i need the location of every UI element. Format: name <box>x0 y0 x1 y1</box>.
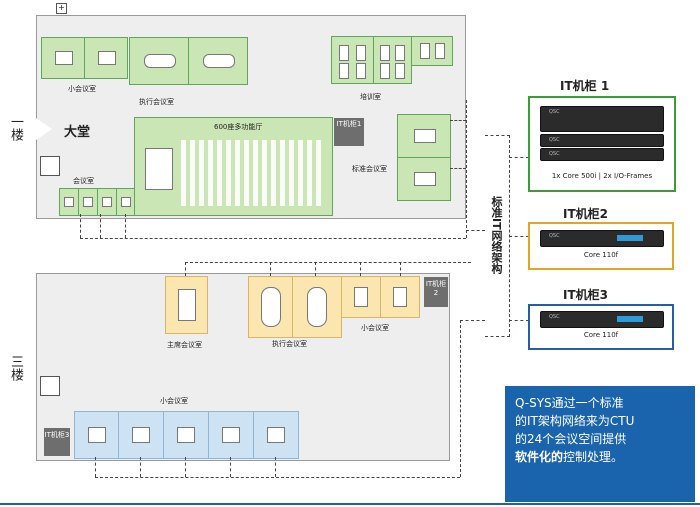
small-bottom-label: 小会议室 <box>160 397 188 405</box>
small-meeting-room-blue <box>208 411 254 459</box>
rack-1-box: QSC QSC QSC 1x Core 500i | 2x I/O-Frames <box>528 96 676 192</box>
standard-meeting-room <box>397 157 451 201</box>
small-meeting-room <box>84 37 128 79</box>
small-meeting-room-blue <box>253 411 299 459</box>
meeting-room <box>78 188 98 216</box>
meeting-label: 会议室 <box>73 177 94 185</box>
standard-meeting-room <box>397 114 451 158</box>
small-meeting-room-3f <box>341 276 381 318</box>
training-room <box>411 36 453 66</box>
rack-2-title: IT机柜2 <box>563 207 609 221</box>
small-meeting-room <box>41 37 85 79</box>
it-cabinet-3-marker: IT机柜3 <box>44 428 70 456</box>
small-meeting-room-blue <box>163 411 209 459</box>
expand-icon[interactable]: + <box>56 3 67 14</box>
it-cabinet-1-marker: IT机柜1 <box>334 118 364 146</box>
elevator-box-3f <box>40 376 60 396</box>
floor1-label: 一楼 <box>8 115 23 141</box>
meeting-room <box>116 188 135 216</box>
executive-room <box>129 37 189 85</box>
io-frame-device: QSC <box>540 134 664 147</box>
rack-3-title: IT机柜3 <box>563 288 609 302</box>
core-110f-device: QSC <box>540 311 664 328</box>
training-room <box>331 36 374 84</box>
rack-3-box: QSC Core 110f <box>528 304 674 350</box>
rack-3-caption: Core 110f <box>583 331 619 339</box>
rack-1-caption: 1x Core 500i | 2x I/O-Frames <box>551 172 653 180</box>
small-meeting-room-3f <box>380 276 420 318</box>
info-line-1: Q-SYS通过一个标准 <box>515 396 624 410</box>
core-500i-device: QSC <box>540 106 664 132</box>
rack-2-caption: Core 110f <box>583 251 619 259</box>
small-meeting-room-blue <box>74 411 119 459</box>
standard-label: 标准会议室 <box>352 165 387 173</box>
hall-seating <box>181 140 321 206</box>
executive-room-3f <box>248 276 293 338</box>
executive-label-3f: 执行会议室 <box>272 340 307 348</box>
floor3-label: 三楼 <box>8 355 23 381</box>
rack-2-box: QSC Core 110f <box>528 222 674 270</box>
executive-room-3f <box>292 276 342 338</box>
io-frame-device: QSC <box>540 148 664 161</box>
small-meeting-label: 小会议室 <box>68 85 96 93</box>
lobby-entrance <box>36 118 52 140</box>
elevator-box <box>40 156 60 176</box>
rack-1-title: IT机柜 1 <box>560 79 610 93</box>
info-line-2: 的IT架构网络来为CTU <box>515 414 635 428</box>
info-box: Q-SYS通过一个标准 的IT架构网络来为CTU 的24个会议空间提供 软件化的… <box>505 386 695 502</box>
info-line-4: 软件化的控制处理。 <box>515 450 624 464</box>
chairman-label: 主席会议室 <box>167 341 202 349</box>
network-label: 标准IT网络架构 <box>490 196 503 274</box>
meeting-room <box>97 188 117 216</box>
executive-label: 执行会议室 <box>139 98 174 106</box>
bottom-rule <box>0 503 700 505</box>
core-110f-device: QSC <box>540 230 664 247</box>
small-right-label: 小会议室 <box>361 324 389 332</box>
chairman-room <box>165 276 208 334</box>
lobby-label: 大堂 <box>64 125 91 140</box>
multifunction-hall <box>134 117 333 216</box>
meeting-room <box>59 188 79 216</box>
training-label: 培训室 <box>360 93 381 101</box>
it-cabinet-2-marker: IT机柜2 <box>424 277 448 307</box>
hall-label: 600座多功能厅 <box>214 123 263 131</box>
small-meeting-room-blue <box>118 411 164 459</box>
executive-room <box>188 37 248 85</box>
info-line-3: 的24个会议空间提供 <box>515 432 627 446</box>
training-room <box>373 36 412 84</box>
